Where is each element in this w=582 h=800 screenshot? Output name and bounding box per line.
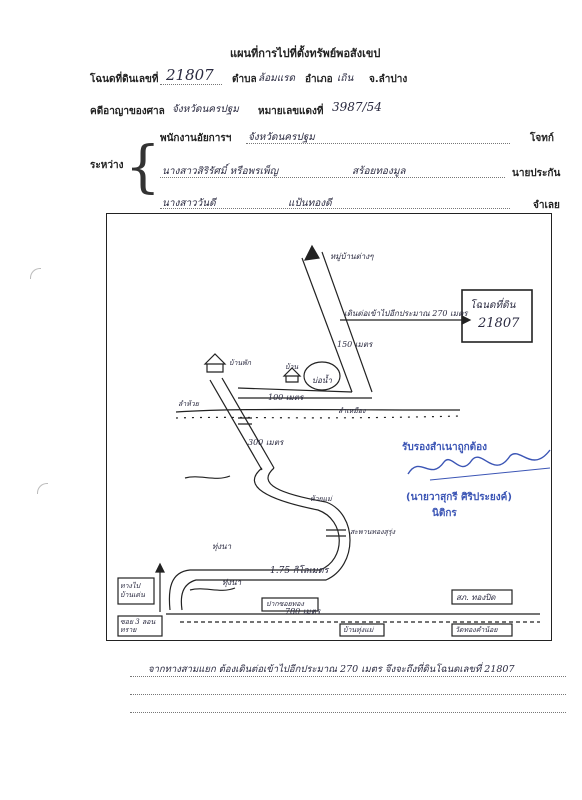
party3-dotline <box>160 208 510 209</box>
party1-text: พนักงานอัยการฯ <box>160 133 232 144</box>
brace: { <box>125 135 161 200</box>
dist-100-label: 100 เมตร <box>268 393 304 402</box>
red-case-label: หมายเลขแดงที่ <box>258 106 324 117</box>
amphoe-value: เถิน <box>337 73 354 84</box>
between-label: ระหว่าง <box>90 160 124 171</box>
house2-label: บ้าน <box>285 363 299 371</box>
party3-hand-b: แป้นทองดี <box>288 198 332 209</box>
stamp-name: (นายวาสุกรี ศิริประยงค์) <box>406 492 512 503</box>
footer-dotline-1 <box>130 676 566 677</box>
landmark4-label: วัดทองคำน้อย <box>455 626 498 634</box>
field2-label: ทุ่งนา <box>222 578 242 587</box>
court-case-label: คดีอาญาของศาล <box>90 106 165 117</box>
creek-label: ห้วยแม่ <box>310 495 332 503</box>
party2-hand-b: สร้อยทองมูล <box>352 166 406 177</box>
road-turn-label: ทางไป บ้านเด่น <box>120 582 145 599</box>
tambon-value: ล้อมแรด <box>258 73 296 84</box>
signature-mark <box>407 449 551 481</box>
deed-box-line2: 21807 <box>478 316 520 331</box>
court-value: จังหวัดนครปฐม <box>172 104 239 115</box>
canal-label: ลำเหมือง <box>338 407 366 415</box>
dist-150-label: 150 เมตร <box>337 340 373 349</box>
party3-hand: นางสาววันดี <box>162 198 216 209</box>
red-case-number: 3987/54 <box>332 100 382 114</box>
dist-780-label: 780 เมตร <box>285 607 321 616</box>
tambon-label: ตำบล <box>232 74 257 85</box>
certify-stamp: รับรองสำเนาถูกต้อง <box>402 442 488 453</box>
dist-175-label: 1.75 กิโลเมตร <box>270 566 329 576</box>
punch-mark-bottom <box>37 483 48 494</box>
footer-dotline-2 <box>130 694 566 695</box>
province-label: จ.ลำปาง <box>369 74 408 85</box>
amphoe-label: อำเภอ <box>305 74 333 85</box>
dist-300-label: 300 เมตร <box>248 438 284 447</box>
landmark3-label: บ้านทุ่งแม่ <box>343 626 374 634</box>
page-title: แผนที่การไปที่ตั้งทรัพย์พอสังเขป <box>230 47 381 60</box>
landmark2-label: สภ. ทองปิด <box>456 593 496 602</box>
stream-label: ลำห้วย <box>178 400 199 408</box>
party2-hand: นางสาวสิริรัศมิ์ หรือพรเพ็ญ <box>162 166 279 177</box>
landmark1-label: ปากซอยทอง <box>266 600 304 608</box>
walk-note-label: เดินต่อเข้าไปอีกประมาณ 270 เมตร <box>344 309 468 318</box>
soi-label: ซอย 3 ลอนทราย <box>120 618 156 634</box>
party2-dotline <box>160 177 505 178</box>
pond-label: บ่อน้ำ <box>312 376 332 385</box>
deed-number: 21807 <box>166 66 214 84</box>
deed-box-line1: โฉนดที่ดิน <box>470 300 516 311</box>
bridge-label: สะพานทองสุรุ่ง <box>350 528 396 536</box>
house-label: บ้านพัก <box>229 359 252 367</box>
map-frame <box>106 213 552 641</box>
stamp-role: นิติกร <box>432 508 457 519</box>
party1-dotline <box>246 143 510 144</box>
footer-note: จากทางสามแยก ต้องเดินต่อเข้าไปอีกประมาณ … <box>148 664 515 675</box>
footer-dotline-3 <box>130 712 566 713</box>
to-village-label: หมู่บ้านต่างๆ <box>330 252 374 261</box>
plaintiff-label: โจทก์ <box>530 133 554 144</box>
party1-hand: จังหวัดนครปฐม <box>248 132 315 143</box>
deed-dotline <box>160 84 222 85</box>
deed-label: โฉนดที่ดินเลขที่ <box>90 74 159 85</box>
defendant-label: จำเลย <box>533 200 560 211</box>
guarantor-label: นายประกัน <box>512 168 561 179</box>
field-label: ทุ่งนา <box>212 542 232 551</box>
punch-mark-top <box>30 268 41 279</box>
